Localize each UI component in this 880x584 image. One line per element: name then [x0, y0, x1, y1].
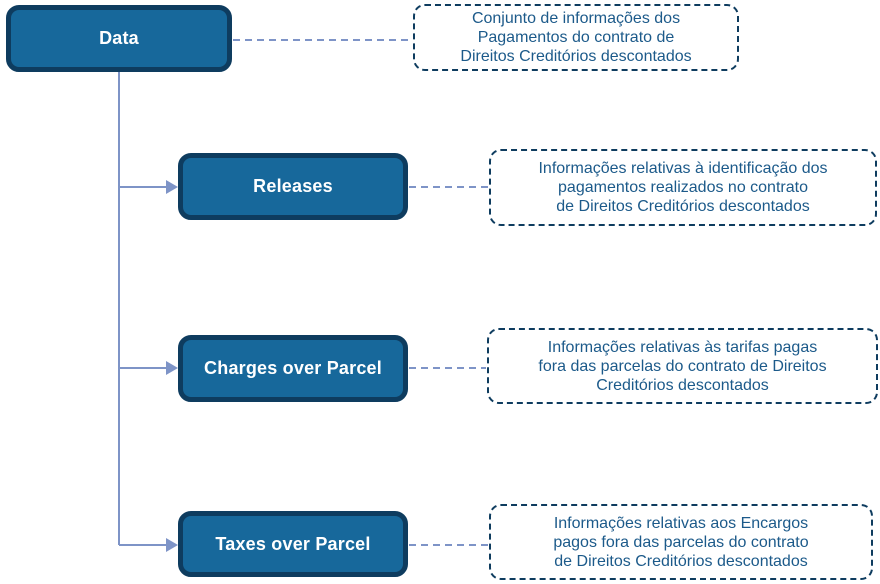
node-charges-over-parcel[interactable]: Charges over Parcel	[178, 335, 408, 402]
annotation-taxes-over-parcel: Informações relativas aos Encargos pagos…	[489, 504, 873, 580]
node-data-label: Data	[99, 28, 139, 48]
annotation-taxes-line: pagos fora das parcelas do contrato	[553, 533, 809, 551]
annotation-releases-line: de Direitos Creditórios descontados	[556, 198, 810, 215]
annotation-charges-line: Informações relativas às tarifas pagas	[547, 338, 818, 356]
annotation-charges-over-parcel: Informações relativas às tarifas pagas f…	[487, 328, 878, 404]
annotation-releases: Informações relativas à identificação do…	[489, 149, 877, 226]
node-charges-label: Charges over Parcel	[204, 358, 382, 378]
node-releases-label: Releases	[253, 176, 333, 196]
node-taxes-over-parcel[interactable]: Taxes over Parcel	[178, 511, 408, 577]
node-data[interactable]: Data	[6, 5, 232, 72]
node-releases[interactable]: Releases	[178, 153, 408, 220]
arrowhead-releases	[166, 180, 178, 194]
annotation-data: Conjunto de informações dos Pagamentos d…	[413, 4, 739, 71]
annotation-charges-line: fora das parcelas do contrato de Direito…	[538, 357, 827, 375]
annotation-charges-line: Creditórios descontados	[596, 376, 769, 394]
annotation-releases-line: Informações relativas à identificação do…	[538, 160, 828, 177]
annotation-data-line: Conjunto de informações dos	[471, 10, 681, 27]
arrowhead-charges	[166, 361, 178, 375]
annotation-releases-line: pagamentos realizados no contrato	[558, 179, 808, 196]
annotation-taxes-line: Informações relativas aos Encargos	[553, 514, 809, 532]
annotation-data-line: Direitos Creditórios descontados	[460, 48, 692, 65]
annotation-taxes-line: de Direitos Creditórios descontados	[554, 552, 808, 570]
node-taxes-label: Taxes over Parcel	[215, 533, 371, 554]
annotation-data-line: Pagamentos do contrato de	[477, 29, 675, 46]
arrowhead-taxes	[166, 538, 178, 552]
